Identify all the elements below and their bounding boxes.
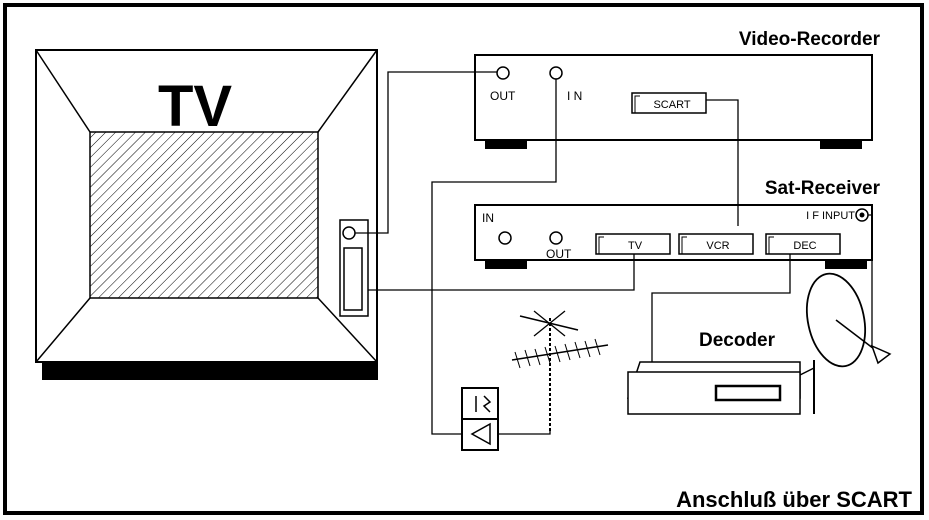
sat-in-label: IN [482, 211, 494, 225]
antenna-amplifier [461, 387, 499, 451]
vcr-in-jack [549, 66, 563, 80]
decoder-title: Decoder [699, 330, 776, 351]
vcr-scart-socket [631, 92, 707, 114]
sat-vcr-scart [678, 233, 754, 255]
sat-tv-scart [595, 233, 671, 255]
sat-receiver: Sat-Receiver IN OUT I F INPUT TV VCR DEC [474, 178, 881, 269]
caption: Anschluß über SCART [676, 487, 912, 512]
vcr-out-jack [496, 66, 510, 80]
sat-dec-label: DEC [793, 240, 816, 252]
sat-tv-label: TV [628, 240, 643, 252]
dish-lnb [870, 344, 892, 365]
amplifier-triangle-icon [470, 422, 491, 446]
video-recorder-title: Video-Recorder [739, 29, 881, 50]
decoder-slot [714, 384, 782, 402]
cable-vcr-in-to-amplifier [431, 79, 557, 435]
vcr-scart-label: SCART [653, 99, 690, 111]
tv-antenna-jack [342, 226, 356, 240]
sat-vcr-label: VCR [706, 240, 729, 252]
if-input-label: I F INPUT [806, 210, 855, 222]
video-recorder: Video-Recorder OUT I N SCART [474, 29, 881, 149]
sat-out-label: OUT [546, 247, 572, 261]
cable-dec-to-decoder [651, 254, 791, 362]
sat-dec-scart [765, 233, 841, 255]
sat-receiver-title: Sat-Receiver [765, 178, 881, 199]
vcr-out-label: OUT [490, 89, 516, 103]
cable-dish-to-if-input [868, 214, 873, 348]
tv-set: TV [35, 49, 378, 380]
cable-tv-scart-to-sat [368, 254, 635, 291]
tv-scart-socket [343, 247, 363, 311]
cables [355, 71, 873, 435]
satellite-dish [799, 272, 892, 414]
vcr-in-label: I N [567, 89, 582, 103]
terrestrial-antenna [511, 310, 609, 432]
decoder: Decoder [626, 330, 801, 415]
tv-base [42, 362, 378, 380]
sat-out-jack [549, 231, 563, 245]
filter-block [461, 387, 499, 420]
cable-vcr-scart-to-sat [706, 99, 739, 226]
sat-in-jack [498, 231, 512, 245]
outer-frame [3, 3, 924, 515]
tv-label: TV [158, 74, 232, 139]
amplifier-block [461, 418, 499, 451]
cable-vcr-out-to-tv [355, 71, 497, 234]
tv-screen [89, 131, 319, 299]
cable-amplifier-to-antenna [498, 430, 551, 435]
